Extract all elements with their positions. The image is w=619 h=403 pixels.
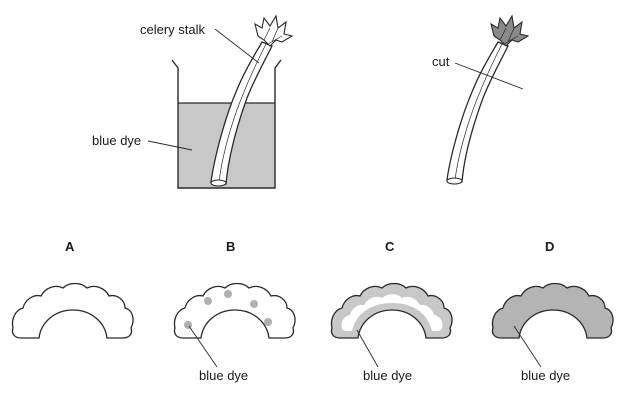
celery-stalk-label: celery stalk [140, 22, 206, 37]
option-d-letter: D [545, 239, 555, 254]
c-dye-leader [356, 329, 379, 368]
dye-spot [204, 297, 212, 305]
d-dye-leader [513, 325, 542, 368]
section-b [173, 282, 296, 339]
b-dye-leader [188, 325, 218, 368]
dye-spot [250, 300, 258, 308]
celery-label-leader [214, 28, 260, 64]
dye-label-leader [147, 140, 193, 151]
cut-line [454, 62, 524, 90]
section-d [491, 282, 614, 339]
option-d-dye-label: blue dye [521, 368, 571, 383]
dye-spot [224, 290, 232, 298]
section-a [11, 282, 134, 339]
dye-spot [184, 321, 192, 329]
beaker-outline [171, 59, 282, 189]
celery-stalk-after [446, 14, 530, 185]
celery-stalk-in-dye [210, 14, 294, 187]
option-b-letter: B [226, 239, 236, 254]
option-c-letter: C [385, 239, 395, 254]
cut-label: cut [432, 54, 450, 69]
option-c-dye-label: blue dye [363, 368, 413, 383]
option-a-letter: A [65, 239, 75, 254]
blue-dye-label: blue dye [92, 133, 142, 148]
section-c [330, 282, 453, 339]
dyed-leaves [490, 14, 530, 47]
dye-spot [264, 318, 272, 326]
option-b-dye-label: blue dye [199, 368, 249, 383]
